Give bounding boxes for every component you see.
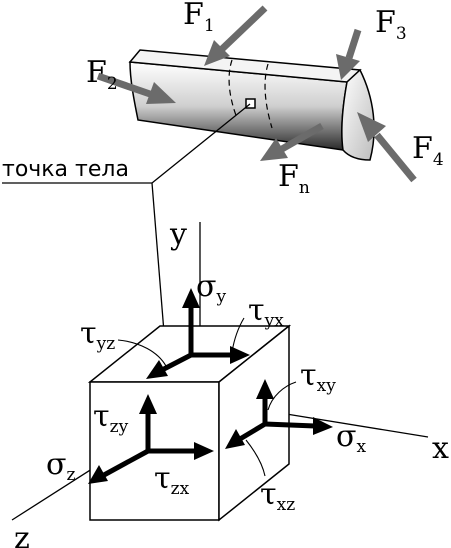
- cube-right-face: [218, 324, 290, 522]
- stress-arrow-tau-yx: [191, 346, 250, 364]
- label-f4: F4: [412, 131, 444, 170]
- label-sigma-y: σy: [196, 269, 226, 307]
- body-point-marker: [245, 98, 256, 109]
- label-axis-z: z: [14, 521, 30, 548]
- body-point-caption: точка тела: [2, 157, 129, 182]
- label-sigma-x: σx: [336, 419, 366, 457]
- label-tau-xy: τxy: [300, 358, 336, 396]
- label-f3: F3: [375, 5, 407, 44]
- force-arrow-f2: [96, 72, 176, 104]
- stress-arrow-tau-zx: [148, 442, 214, 460]
- stress-arrow-sigma-z: [88, 448, 150, 484]
- label-sigma-z: σz: [46, 447, 75, 485]
- leader-tau-xz: [245, 439, 266, 477]
- loaded-body: [128, 49, 375, 161]
- body-section-line-2: [264, 63, 273, 129]
- label-tau-yz: τyz: [80, 316, 115, 354]
- stress-arrow-tau-xz: [225, 421, 267, 449]
- leader-tau-xy: [267, 381, 297, 411]
- label-f1: F1: [183, 0, 215, 36]
- stress-arrow-tau-zy: [139, 394, 157, 451]
- label-fn: Fn: [278, 159, 310, 198]
- stress-arrow-sigma-y: [182, 288, 200, 355]
- label-axis-x: x: [432, 431, 449, 466]
- stress-cube: [87, 324, 292, 522]
- stress-arrow-tau-yz: [146, 352, 193, 379]
- label-tau-xz: τxz: [260, 477, 295, 515]
- force-arrow-f1: [204, 5, 268, 66]
- force-arrow-fn: [260, 122, 324, 161]
- force-arrow-f4: [357, 112, 417, 183]
- caption-leader-to-cube: [151, 182, 166, 346]
- label-tau-yx: τyx: [248, 293, 284, 331]
- force-arrow-f3: [336, 28, 362, 80]
- caption-leader-to-body: [151, 103, 251, 184]
- body-end-cap: [341, 68, 375, 161]
- body-section-line-1: [228, 59, 238, 119]
- label-tau-zy: τzy: [93, 399, 129, 437]
- stress-arrow-tau-xy: [256, 379, 274, 424]
- stress-arrow-sigma-x: [264, 417, 333, 435]
- leader-tau-yx: [231, 317, 245, 353]
- leader-tau-yz: [117, 339, 167, 367]
- label-f2: F2: [86, 55, 118, 94]
- label-tau-zx: τzx: [154, 461, 190, 499]
- label-axis-y: y: [169, 217, 187, 252]
